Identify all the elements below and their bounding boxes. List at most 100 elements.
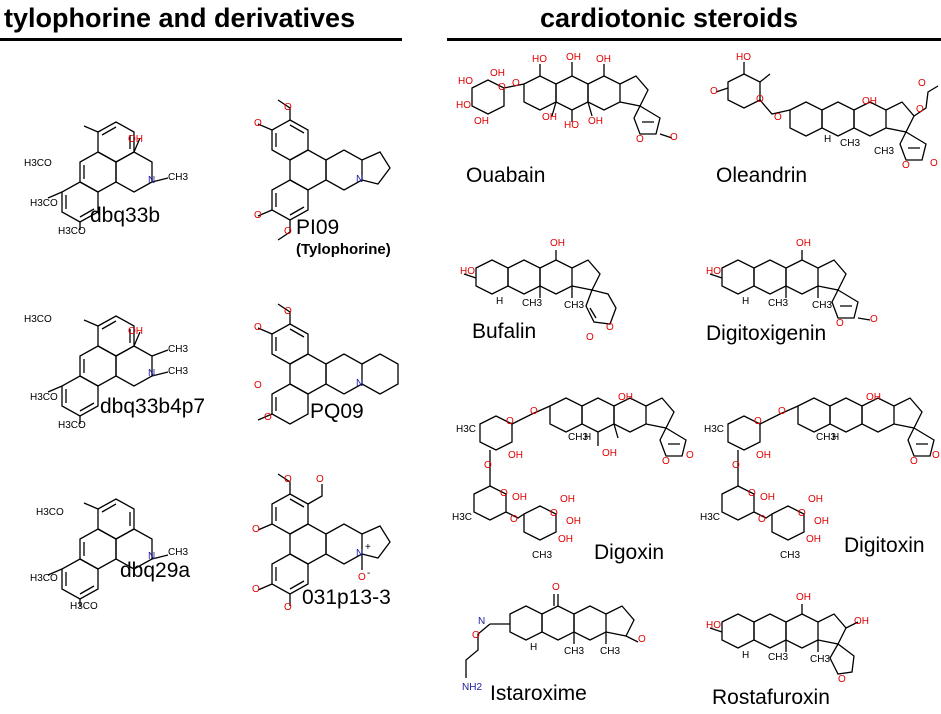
atom-charge-plus: + xyxy=(365,542,371,553)
compound-label-istaroxime: Istaroxime xyxy=(490,682,587,705)
compound-dbq29a: H3CO N CH3 H3CO H3CO dbq29a xyxy=(28,495,208,615)
atom-o-lactone: O xyxy=(836,318,844,329)
atom-h3co: H3CO xyxy=(24,158,52,169)
structure-istaroxime xyxy=(465,594,639,678)
atom-oh: OH xyxy=(128,134,143,145)
compound-label-oleandrin: Oleandrin xyxy=(716,164,808,187)
atom-n: N xyxy=(356,548,364,559)
atom-o-ring: O xyxy=(606,322,614,333)
atom-oh: OH xyxy=(588,116,603,127)
compound-label-pq09: PQ09 xyxy=(310,400,364,423)
section-divider-left xyxy=(0,38,402,41)
atom-oh: OH xyxy=(596,54,611,65)
atom-ch3: CH3 xyxy=(768,652,789,663)
atom-o: O xyxy=(748,488,756,499)
atom-o-keto: O xyxy=(638,634,646,645)
atom-o-keto: O xyxy=(586,332,594,343)
compound-label-digitoxin: Digitoxin xyxy=(844,534,925,557)
atom-oh: OH xyxy=(558,534,573,545)
atom-o-oxime: O xyxy=(472,630,480,641)
atom-oh: OH xyxy=(490,68,505,79)
atom-o: O xyxy=(284,226,292,237)
atom-ho: HO xyxy=(460,266,475,277)
atom-charge-minus: - xyxy=(367,568,371,579)
atom-oh: OH xyxy=(508,450,523,461)
atom-n: N xyxy=(148,551,156,562)
structure-dbq33b4p7 xyxy=(47,315,169,424)
atom-o-lactone: O xyxy=(910,456,918,467)
atom-oh: OH xyxy=(866,392,881,403)
atom-o: O xyxy=(798,508,806,519)
atom-o-link: O xyxy=(774,112,782,123)
compound-dbq33b: dbq33b H3CO OH N CH3 H3CO H3CO xyxy=(24,118,189,238)
atom-ch3: CH3 xyxy=(812,300,833,311)
compound-rostafuroxin: HO OH OH CH3 CH3 H O Rostafuroxin xyxy=(702,590,940,710)
atom-o-methoxy: O xyxy=(710,86,718,97)
atom-o-keto: O xyxy=(870,314,878,325)
atom-oh: OH xyxy=(756,450,771,461)
structure-ouabain xyxy=(471,62,673,139)
atom-oh: OH xyxy=(806,534,821,545)
atom-o: O xyxy=(254,380,262,391)
atom-oh: OH xyxy=(854,616,869,627)
atom-o: O xyxy=(284,602,292,613)
atom-ch3: CH3 xyxy=(168,172,189,183)
atom-h3c: H3C xyxy=(456,424,477,435)
atom-o: O xyxy=(316,474,324,485)
atom-oh: OH xyxy=(566,52,581,63)
atom-oh: OH xyxy=(542,112,557,123)
structure-rostafuroxin xyxy=(709,604,859,675)
atom-ch3: CH3 xyxy=(532,550,553,561)
structure-digitoxin xyxy=(721,397,935,541)
atom-oh: OH xyxy=(814,516,829,527)
atom-ho: HO xyxy=(706,266,721,277)
atom-o: O xyxy=(264,412,272,423)
atom-h3co: H3CO xyxy=(30,198,58,209)
atom-h: H xyxy=(496,296,504,307)
atom-oh: OH xyxy=(796,238,811,249)
atom-h3c: H3C xyxy=(704,424,725,435)
compound-digitoxin: H3C O O O OH O OH H3C O O OH OH OH CH3 C… xyxy=(698,384,940,574)
structure-pi09 xyxy=(257,99,391,241)
compound-label-dbq33b: dbq33b xyxy=(90,204,161,227)
compound-digitoxigenin: HO OH CH3 CH3 H O O Digitoxigenin xyxy=(702,228,932,358)
atom-h3co: H3CO xyxy=(24,314,52,325)
atom-oh: OH xyxy=(566,516,581,527)
atom-nh2: NH2 xyxy=(462,682,483,693)
compound-bufalin: HO OH CH3 CH3 H O O Bufalin xyxy=(456,228,676,358)
compound-label-digoxin: Digoxin xyxy=(594,541,665,564)
atom-o-keto: O xyxy=(932,450,940,461)
structure-oleandrin xyxy=(715,62,939,161)
compound-label-rostafuroxin: Rostafuroxin xyxy=(712,686,830,709)
atom-h3c: H3C xyxy=(452,512,473,523)
atom-h3co: H3CO xyxy=(30,573,58,584)
atom-ch3: CH3 xyxy=(840,138,861,149)
atom-oh: OH xyxy=(512,492,527,503)
atom-n: N xyxy=(356,174,364,185)
atom-o: O xyxy=(284,306,292,317)
atom-o-lactone: O xyxy=(636,134,644,145)
atom-ch3: CH3 xyxy=(816,432,837,443)
atom-h3co: H3CO xyxy=(70,601,98,612)
compound-label-digitoxigenin: Digitoxigenin xyxy=(706,322,827,345)
atom-oh: OH xyxy=(796,592,811,603)
atom-o: O xyxy=(254,322,262,333)
compound-ouabain: HO HO OH OH O O HO OH OH OH HO OH O O Ou… xyxy=(452,48,682,198)
atom-ch3: CH3 xyxy=(168,344,189,355)
atom-o: O xyxy=(530,406,538,417)
atom-ch3: CH3 xyxy=(564,646,585,657)
atom-o: O xyxy=(506,416,514,427)
atom-ho: HO xyxy=(564,120,579,131)
atom-o: O xyxy=(500,488,508,499)
structure-digitoxigenin xyxy=(709,250,871,321)
atom-o-keto: O xyxy=(670,132,678,143)
atom-ho: HO xyxy=(456,100,471,111)
atom-o: O xyxy=(732,460,740,471)
atom-o: O xyxy=(758,514,766,525)
atom-oh: OH xyxy=(128,326,143,337)
atom-o-oxide: O xyxy=(358,572,366,583)
section-title-cardiotonic: cardiotonic steroids xyxy=(540,3,799,33)
compound-label-031p13-3: 031p13-3 xyxy=(302,586,391,609)
structure-pq09 xyxy=(257,303,399,425)
atom-o-keto-top: O xyxy=(552,582,560,593)
